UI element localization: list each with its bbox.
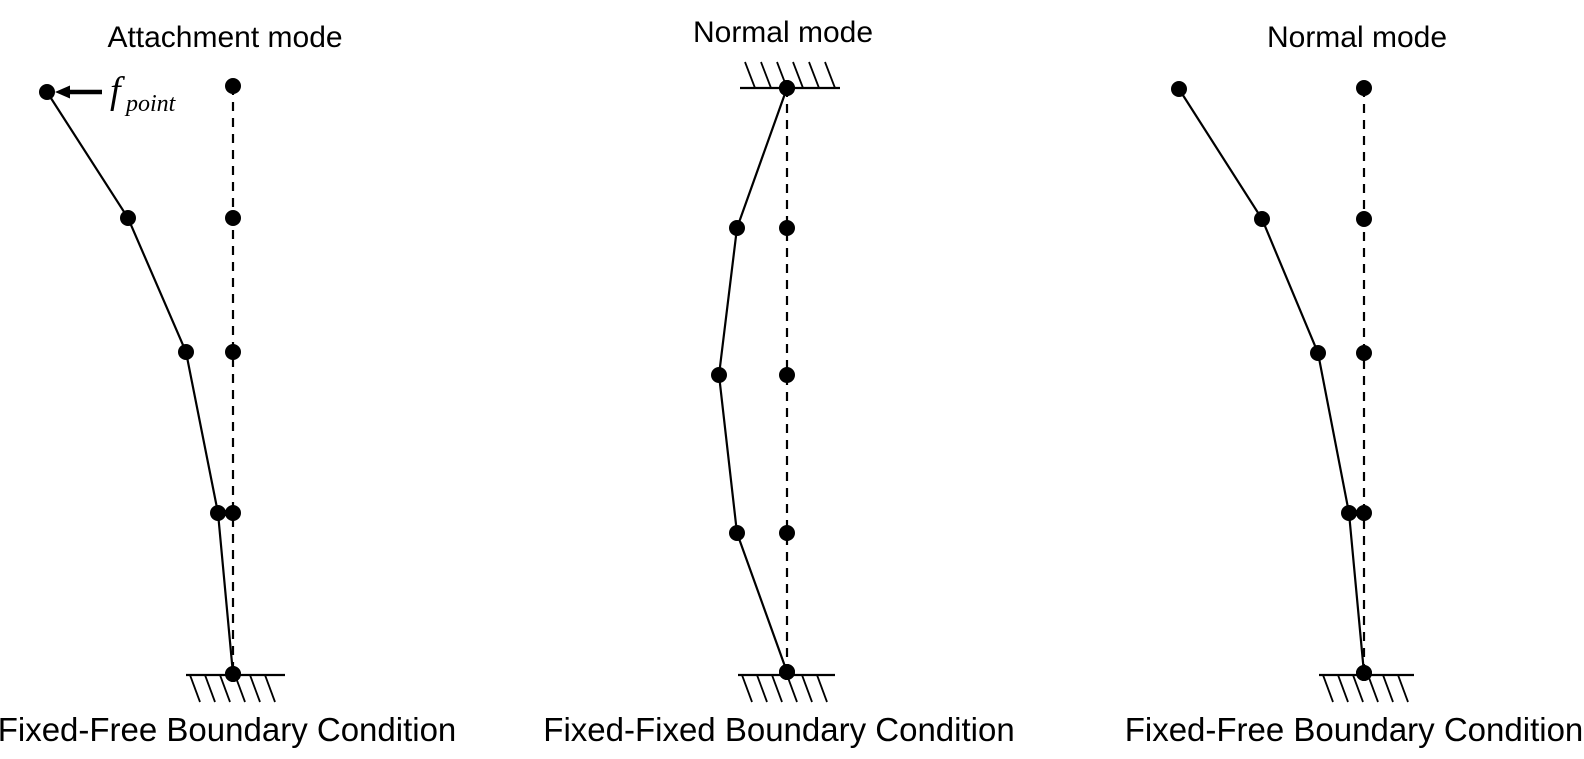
panel-title: Normal mode: [1267, 21, 1447, 54]
boundary-condition-label: Fixed-Free Boundary Condition: [1125, 711, 1584, 748]
deformed-node-dot: [729, 525, 745, 541]
undeformed-node-dot: [225, 210, 241, 226]
undeformed-node-dot: [779, 220, 795, 236]
ground-hatch-line: [249, 674, 261, 703]
boundary-condition-label: Fixed-Fixed Boundary Condition: [543, 711, 1014, 748]
ground-hatch-line: [756, 674, 768, 703]
undeformed-node-dot: [225, 505, 241, 521]
deformed-node-dot: [39, 84, 55, 100]
panel-geometry: [711, 61, 840, 703]
panel-title: Normal mode: [693, 16, 873, 49]
force-arrow-head: [55, 85, 70, 99]
undeformed-node-dot: [1356, 345, 1372, 361]
deformed-node-dot: [178, 344, 194, 360]
ground-hatch-line: [741, 674, 753, 703]
boundary-condition-label: Fixed-Free Boundary Condition: [0, 711, 456, 748]
ground-hatch-line: [264, 674, 276, 703]
ceiling-hatch-line: [808, 61, 820, 89]
deformed-node-dot: [210, 505, 226, 521]
panel-geometry: [1171, 80, 1414, 703]
deformed-node-dot: [1171, 81, 1187, 97]
deformed-shape-line: [717, 87, 789, 673]
ground-hatch-line: [771, 674, 783, 703]
deformed-node-dot: [1356, 665, 1372, 681]
ground-hatch-line: [1337, 674, 1349, 703]
force-label-subscript: point: [124, 91, 177, 117]
deformed-node-dot: [779, 80, 795, 96]
ceiling-hatch-line: [824, 61, 836, 89]
ground-hatch-line: [1367, 674, 1379, 703]
undeformed-node-dot: [779, 367, 795, 383]
panel-normal-mode-fixed-fixed: Normal mode Fixed-Fixed Boundary Conditi…: [543, 16, 1014, 748]
force-label: f: [110, 70, 125, 112]
ground-hatch-line: [1382, 674, 1394, 703]
ground-hatch-line: [219, 674, 231, 703]
ceiling-hatch-line: [744, 61, 756, 89]
panel-attachment-mode: Attachment mode Fixed-Free Boundary Cond…: [0, 21, 456, 748]
deformed-shape-line: [46, 91, 235, 675]
deformed-node-dot: [1254, 211, 1270, 227]
deformed-shape-line: [1178, 88, 1366, 674]
undeformed-node-dot: [1356, 80, 1372, 96]
panel-title: Attachment mode: [107, 21, 342, 54]
ceiling-hatch-line: [760, 61, 772, 89]
ground-hatch-line: [204, 674, 216, 703]
undeformed-node-dot: [225, 78, 241, 94]
ground-hatch-line: [1322, 674, 1334, 703]
deformed-node-dot: [120, 210, 136, 226]
panel-normal-mode-fixed-free: Normal mode Fixed-Free Boundary Conditio…: [1125, 21, 1584, 748]
undeformed-node-dot: [225, 344, 241, 360]
ground-hatch-line: [1397, 674, 1409, 703]
undeformed-node-dot: [779, 525, 795, 541]
deformed-node-dot: [225, 666, 241, 682]
ground-hatch-line: [189, 674, 201, 703]
undeformed-node-dot: [1356, 211, 1372, 227]
ground-hatch-line: [1352, 674, 1364, 703]
deformed-node-dot: [779, 664, 795, 680]
deformed-node-dot: [1341, 505, 1357, 521]
undeformed-node-dot: [1356, 505, 1372, 521]
ground-hatch-line: [801, 674, 813, 703]
ground-hatch-line: [816, 674, 828, 703]
deformed-node-dot: [729, 220, 745, 236]
ceiling-hatch-line: [792, 61, 804, 89]
deformed-node-dot: [1310, 345, 1326, 361]
deformed-node-dot: [711, 367, 727, 383]
